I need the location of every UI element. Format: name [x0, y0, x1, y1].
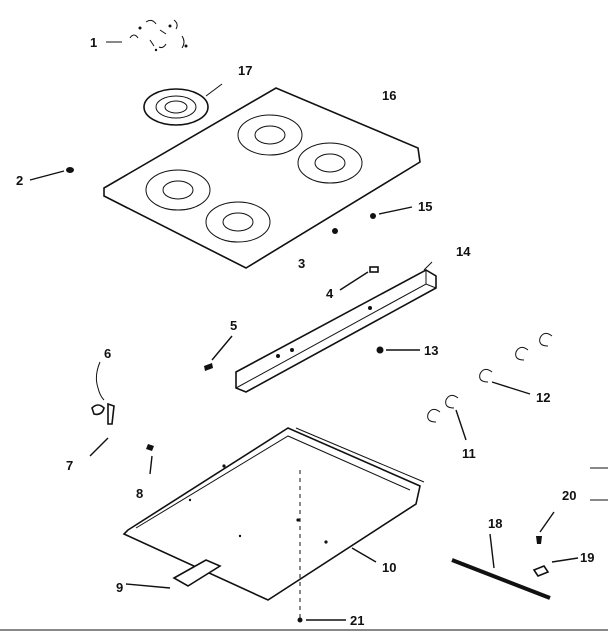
page-edge-marks [0, 467, 608, 631]
part-13-fastener [376, 346, 420, 354]
callout-20: 20 [562, 488, 576, 503]
part-16-cooktop [103, 87, 421, 269]
part-18-rod [451, 533, 551, 600]
part-17-drip-ring [143, 83, 223, 126]
callout-12: 12 [536, 390, 550, 405]
part-11-12-clips [427, 332, 553, 441]
part-1-small-parts [106, 19, 188, 52]
part-19-clip [532, 557, 579, 577]
part-14-front-rail [235, 261, 437, 393]
callout-4: 4 [326, 286, 334, 301]
part-21-screw [297, 470, 346, 623]
part-2-screw [29, 167, 74, 181]
part-8-screw [146, 444, 154, 475]
callout-16: 16 [382, 88, 396, 103]
callout-19: 19 [580, 550, 594, 565]
callout-3: 3 [298, 256, 305, 271]
part-15-fastener [370, 206, 413, 219]
callout-9: 9 [116, 580, 123, 595]
part-10-bottom-pan [122, 427, 425, 601]
part-5-screw [204, 335, 233, 371]
callout-18: 18 [488, 516, 502, 531]
part-20-screw [536, 511, 555, 544]
part-9-tab [125, 559, 222, 589]
callout-11: 11 [462, 446, 476, 461]
callout-10: 10 [382, 560, 396, 575]
callout-labels: 1 2 3 4 5 6 7 8 9 10 11 12 13 14 15 16 1… [16, 35, 594, 628]
part-4-clip [339, 266, 379, 291]
callout-14: 14 [456, 244, 471, 259]
callout-6: 6 [104, 346, 111, 361]
callout-21: 21 [350, 613, 364, 628]
callout-15: 15 [418, 199, 432, 214]
callout-17: 17 [238, 63, 252, 78]
part-3-fastener [332, 228, 338, 234]
burner-openings [145, 114, 363, 243]
callout-5: 5 [230, 318, 237, 333]
callout-7: 7 [66, 458, 73, 473]
callout-1: 1 [90, 35, 97, 50]
callout-2: 2 [16, 173, 23, 188]
callout-8: 8 [136, 486, 143, 501]
part-6-7-bracket [89, 361, 115, 457]
callout-13: 13 [424, 343, 438, 358]
